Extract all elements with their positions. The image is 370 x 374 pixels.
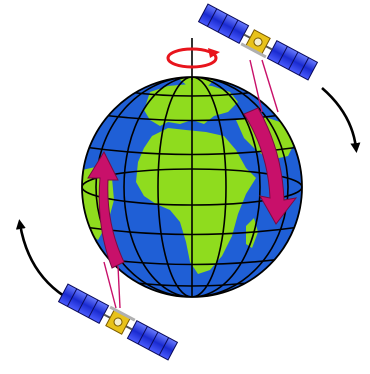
orbit-arrow-left — [20, 224, 64, 296]
satellite-top-right — [198, 4, 317, 81]
orbit-arrow-right — [322, 88, 356, 148]
satellite-bottom-left — [59, 283, 178, 360]
satellite-icon — [59, 283, 178, 360]
satellite-icon — [198, 4, 317, 81]
rotation-axis — [168, 38, 220, 80]
rotation-arrow-icon — [168, 48, 220, 67]
